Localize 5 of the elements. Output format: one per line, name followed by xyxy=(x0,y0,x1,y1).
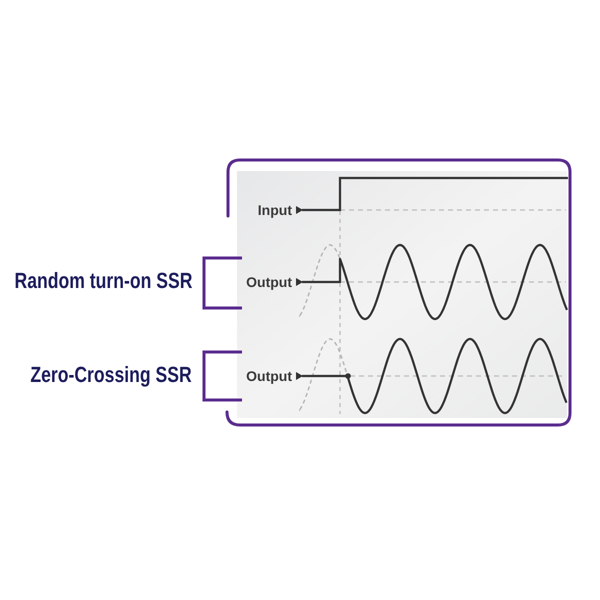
relay-type-label: Random turn-on SSR xyxy=(14,270,192,292)
relay-type-label: Zero-Crossing SSR xyxy=(30,364,192,386)
signal-label: Output xyxy=(246,369,292,383)
signal-label: Input xyxy=(258,203,292,217)
signal-label: Output xyxy=(246,275,292,289)
